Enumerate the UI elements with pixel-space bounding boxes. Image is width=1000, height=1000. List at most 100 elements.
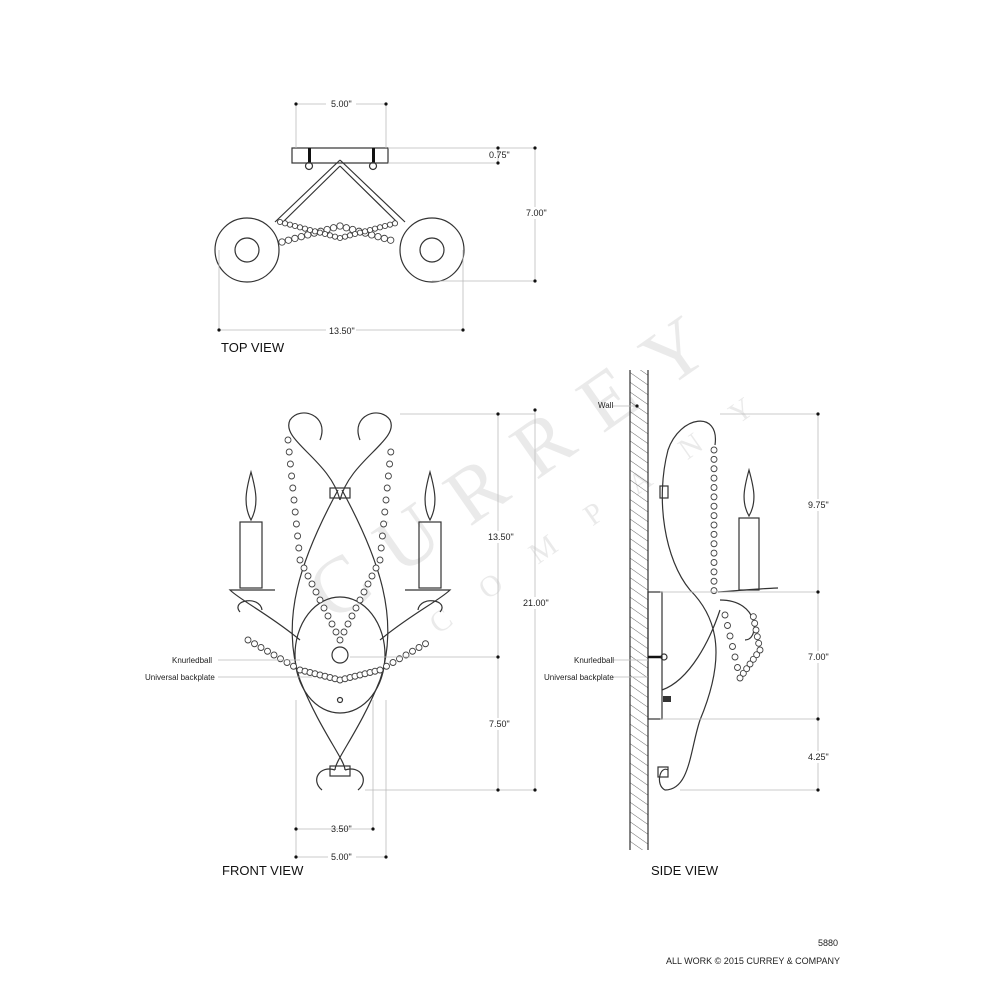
bead	[402, 651, 410, 659]
bead	[291, 234, 299, 243]
bead	[306, 226, 314, 234]
bead	[288, 472, 296, 480]
side-beads	[710, 446, 764, 682]
bead	[376, 666, 384, 674]
bead	[294, 532, 302, 540]
dim-side-middle: 7.00"	[808, 652, 829, 662]
dim-side-lower: 4.25"	[808, 752, 829, 762]
bead	[415, 644, 423, 651]
bead	[710, 474, 718, 482]
bead	[372, 564, 380, 572]
bead	[286, 221, 294, 228]
bead	[734, 664, 741, 671]
bead	[409, 647, 416, 655]
bead	[276, 218, 284, 226]
bead	[297, 233, 305, 241]
bead	[296, 556, 304, 564]
front-view: 13.50" 21.00" 7.50" 3.50" 5.00" Knurledb…	[145, 408, 549, 878]
bead	[380, 234, 388, 243]
bobeche-left	[214, 217, 280, 283]
bead	[710, 521, 718, 529]
bead	[340, 628, 348, 636]
dim-top-width: 13.50"	[329, 326, 355, 336]
bead	[377, 544, 385, 552]
bead	[284, 436, 292, 444]
side-view: Wall 9.75" 7.00" 4.25" Knurledball Unive…	[544, 370, 830, 878]
bead	[286, 460, 294, 468]
candle-left	[239, 521, 263, 589]
bead	[329, 224, 338, 232]
bead	[726, 632, 734, 640]
bead	[304, 572, 312, 580]
dim-backplate: 5.00"	[331, 852, 352, 862]
backplate-top	[291, 147, 389, 164]
bead	[422, 640, 429, 648]
bead	[351, 230, 359, 238]
bead	[264, 647, 271, 655]
bead	[383, 662, 390, 670]
copyright: ALL WORK © 2015 CURREY & COMPANY	[666, 956, 840, 966]
bead	[364, 580, 372, 588]
bead	[257, 644, 265, 651]
dim-side-upper: 9.75"	[808, 500, 829, 510]
label-backplate-front: Universal backplate	[145, 673, 215, 682]
top-view: 5.00" 0.75" 7.00" 13.50" TOP VIEW	[214, 97, 547, 355]
bead	[321, 230, 329, 238]
bead	[749, 613, 757, 621]
dim-front-upper: 13.50"	[488, 532, 514, 542]
candle-arms	[228, 589, 452, 641]
bead	[295, 544, 303, 552]
bead	[300, 564, 308, 572]
bead	[710, 530, 718, 538]
bead	[308, 580, 316, 588]
bead	[386, 221, 394, 228]
bead	[731, 653, 739, 661]
bead	[368, 572, 376, 580]
bead	[371, 225, 379, 232]
bead	[366, 226, 374, 234]
bead	[352, 604, 360, 612]
bead	[710, 455, 718, 463]
bead	[710, 465, 718, 473]
bead	[378, 532, 386, 540]
bead	[278, 238, 286, 246]
bead	[710, 568, 718, 576]
dim-top-plate-width: 5.00"	[331, 99, 352, 109]
front-view-title: FRONT VIEW	[222, 863, 304, 878]
bead	[729, 643, 736, 650]
bead	[285, 448, 293, 456]
bead	[710, 512, 718, 520]
bead	[710, 446, 718, 454]
bead	[336, 234, 344, 242]
bead	[381, 508, 389, 516]
bead	[381, 222, 389, 230]
bead	[752, 626, 760, 634]
bead	[283, 659, 291, 666]
bead	[244, 636, 252, 644]
bead	[348, 612, 356, 620]
bead	[387, 448, 395, 456]
bead	[382, 496, 390, 504]
bead	[270, 651, 278, 659]
bead	[756, 646, 764, 654]
label-knurledball-front: Knurledball	[172, 656, 212, 665]
bead	[389, 659, 397, 666]
bead	[710, 577, 718, 585]
flame-side	[743, 467, 755, 518]
bead	[755, 639, 763, 647]
top-beads	[276, 218, 399, 246]
bead	[383, 484, 391, 492]
bead	[284, 236, 293, 244]
bead	[311, 228, 319, 235]
bead	[291, 222, 299, 230]
wall	[630, 370, 648, 850]
bead	[344, 620, 352, 628]
flames	[245, 469, 436, 522]
bead	[316, 229, 324, 236]
bead	[391, 220, 399, 227]
knurled-ball	[331, 646, 349, 664]
bead	[336, 222, 344, 230]
dim-front-lower: 7.50"	[489, 719, 510, 729]
bead	[328, 620, 336, 628]
